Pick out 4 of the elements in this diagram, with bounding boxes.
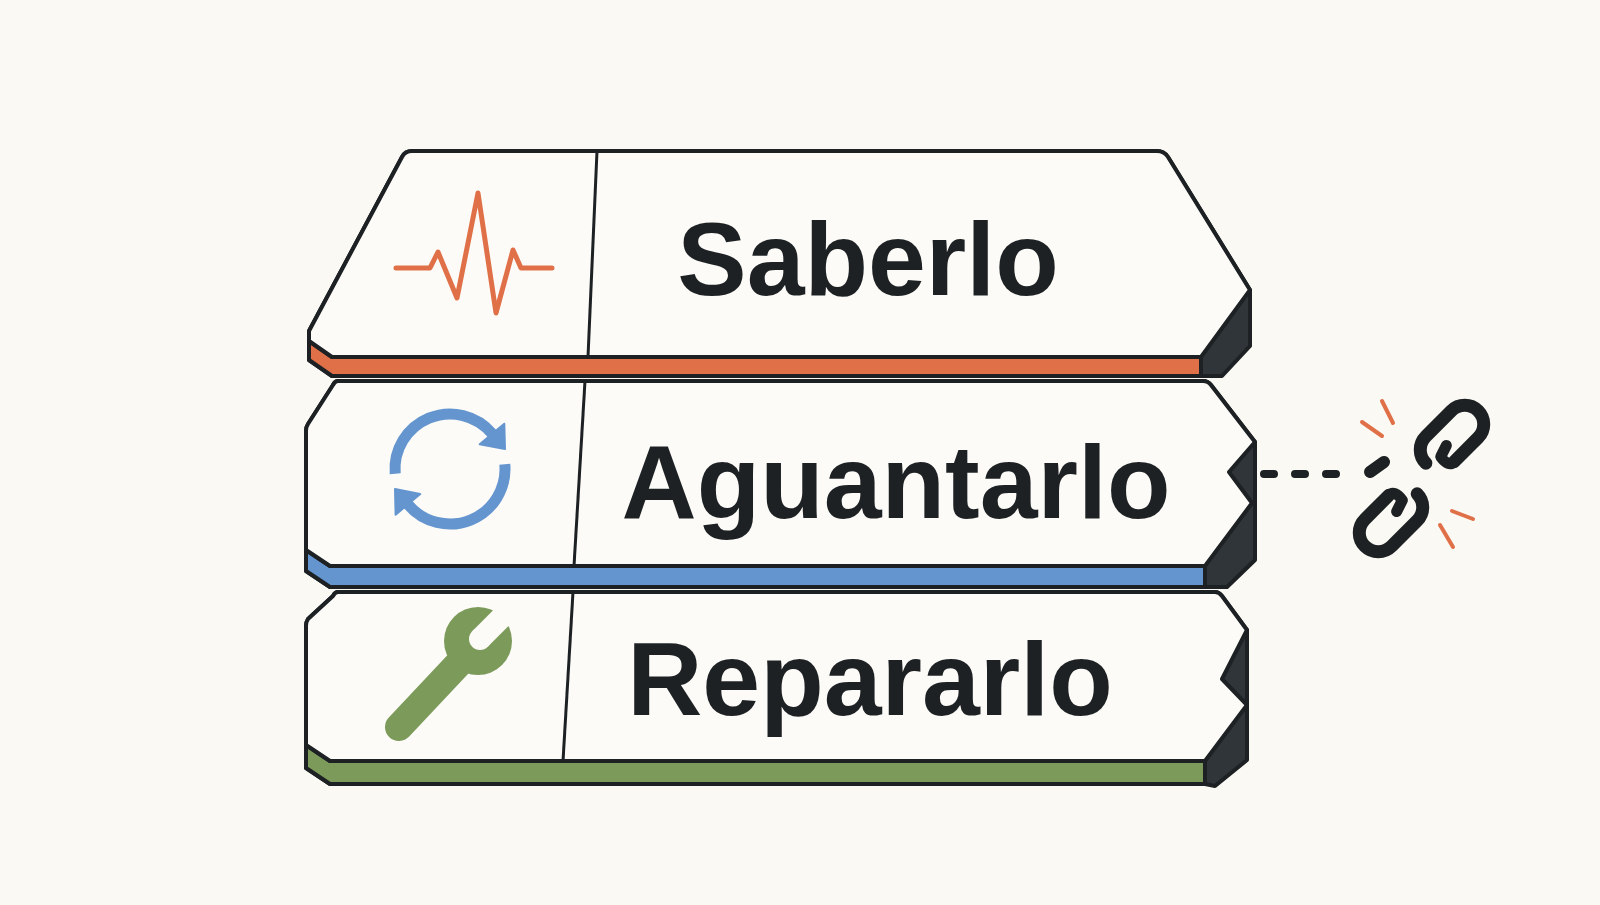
- layer-label: Saberlo: [677, 200, 1059, 319]
- layer-label: Repararlo: [627, 620, 1113, 739]
- layer-label: Aguantarlo: [621, 423, 1171, 542]
- dashed-connector: [1260, 470, 1340, 478]
